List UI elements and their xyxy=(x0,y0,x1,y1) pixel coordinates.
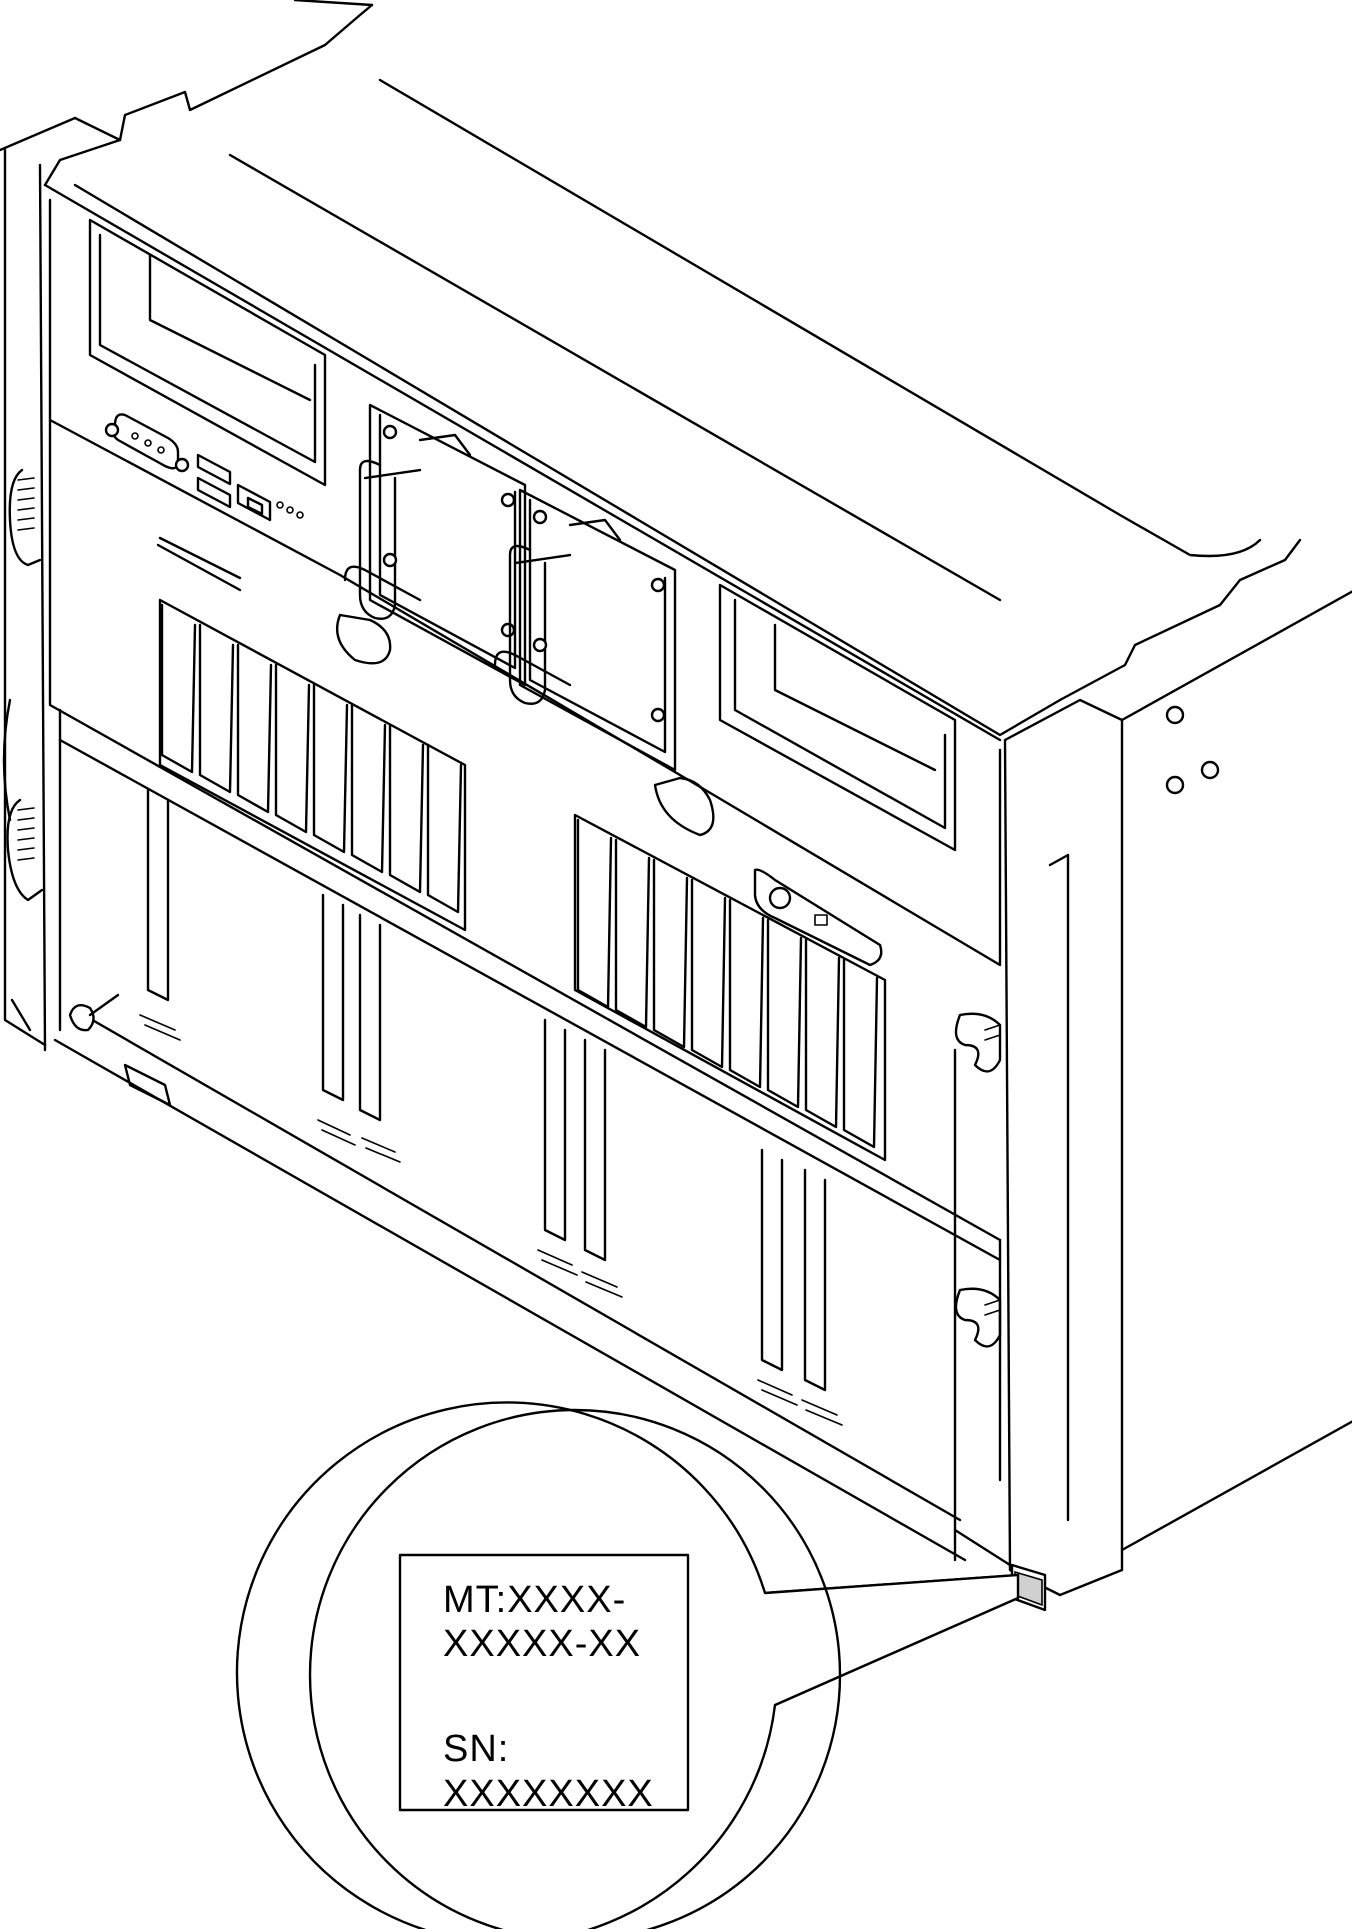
left-rack-flange xyxy=(0,118,120,1050)
power-supply-right xyxy=(495,490,713,835)
serial-number-label: SN: xyxy=(443,1728,510,1770)
chassis-top-cover xyxy=(45,0,1300,740)
drive-cage-right xyxy=(575,815,885,1160)
lower-front-panel xyxy=(50,420,1010,1565)
machine-type-line-2: XXXXX-XX xyxy=(443,1623,642,1665)
right-rack-flange xyxy=(955,590,1352,1595)
machine-type-line-1: MT:XXXX- xyxy=(443,1579,627,1621)
id-label-tab xyxy=(1012,1565,1045,1610)
upper-front-panel xyxy=(50,200,1000,965)
magnifier-callout xyxy=(237,1402,1018,1929)
serial-number-value: XXXXXXXX xyxy=(443,1773,654,1815)
power-supply-left xyxy=(337,405,525,685)
drive-cage-left xyxy=(158,538,465,930)
pci-slots xyxy=(140,790,842,1425)
